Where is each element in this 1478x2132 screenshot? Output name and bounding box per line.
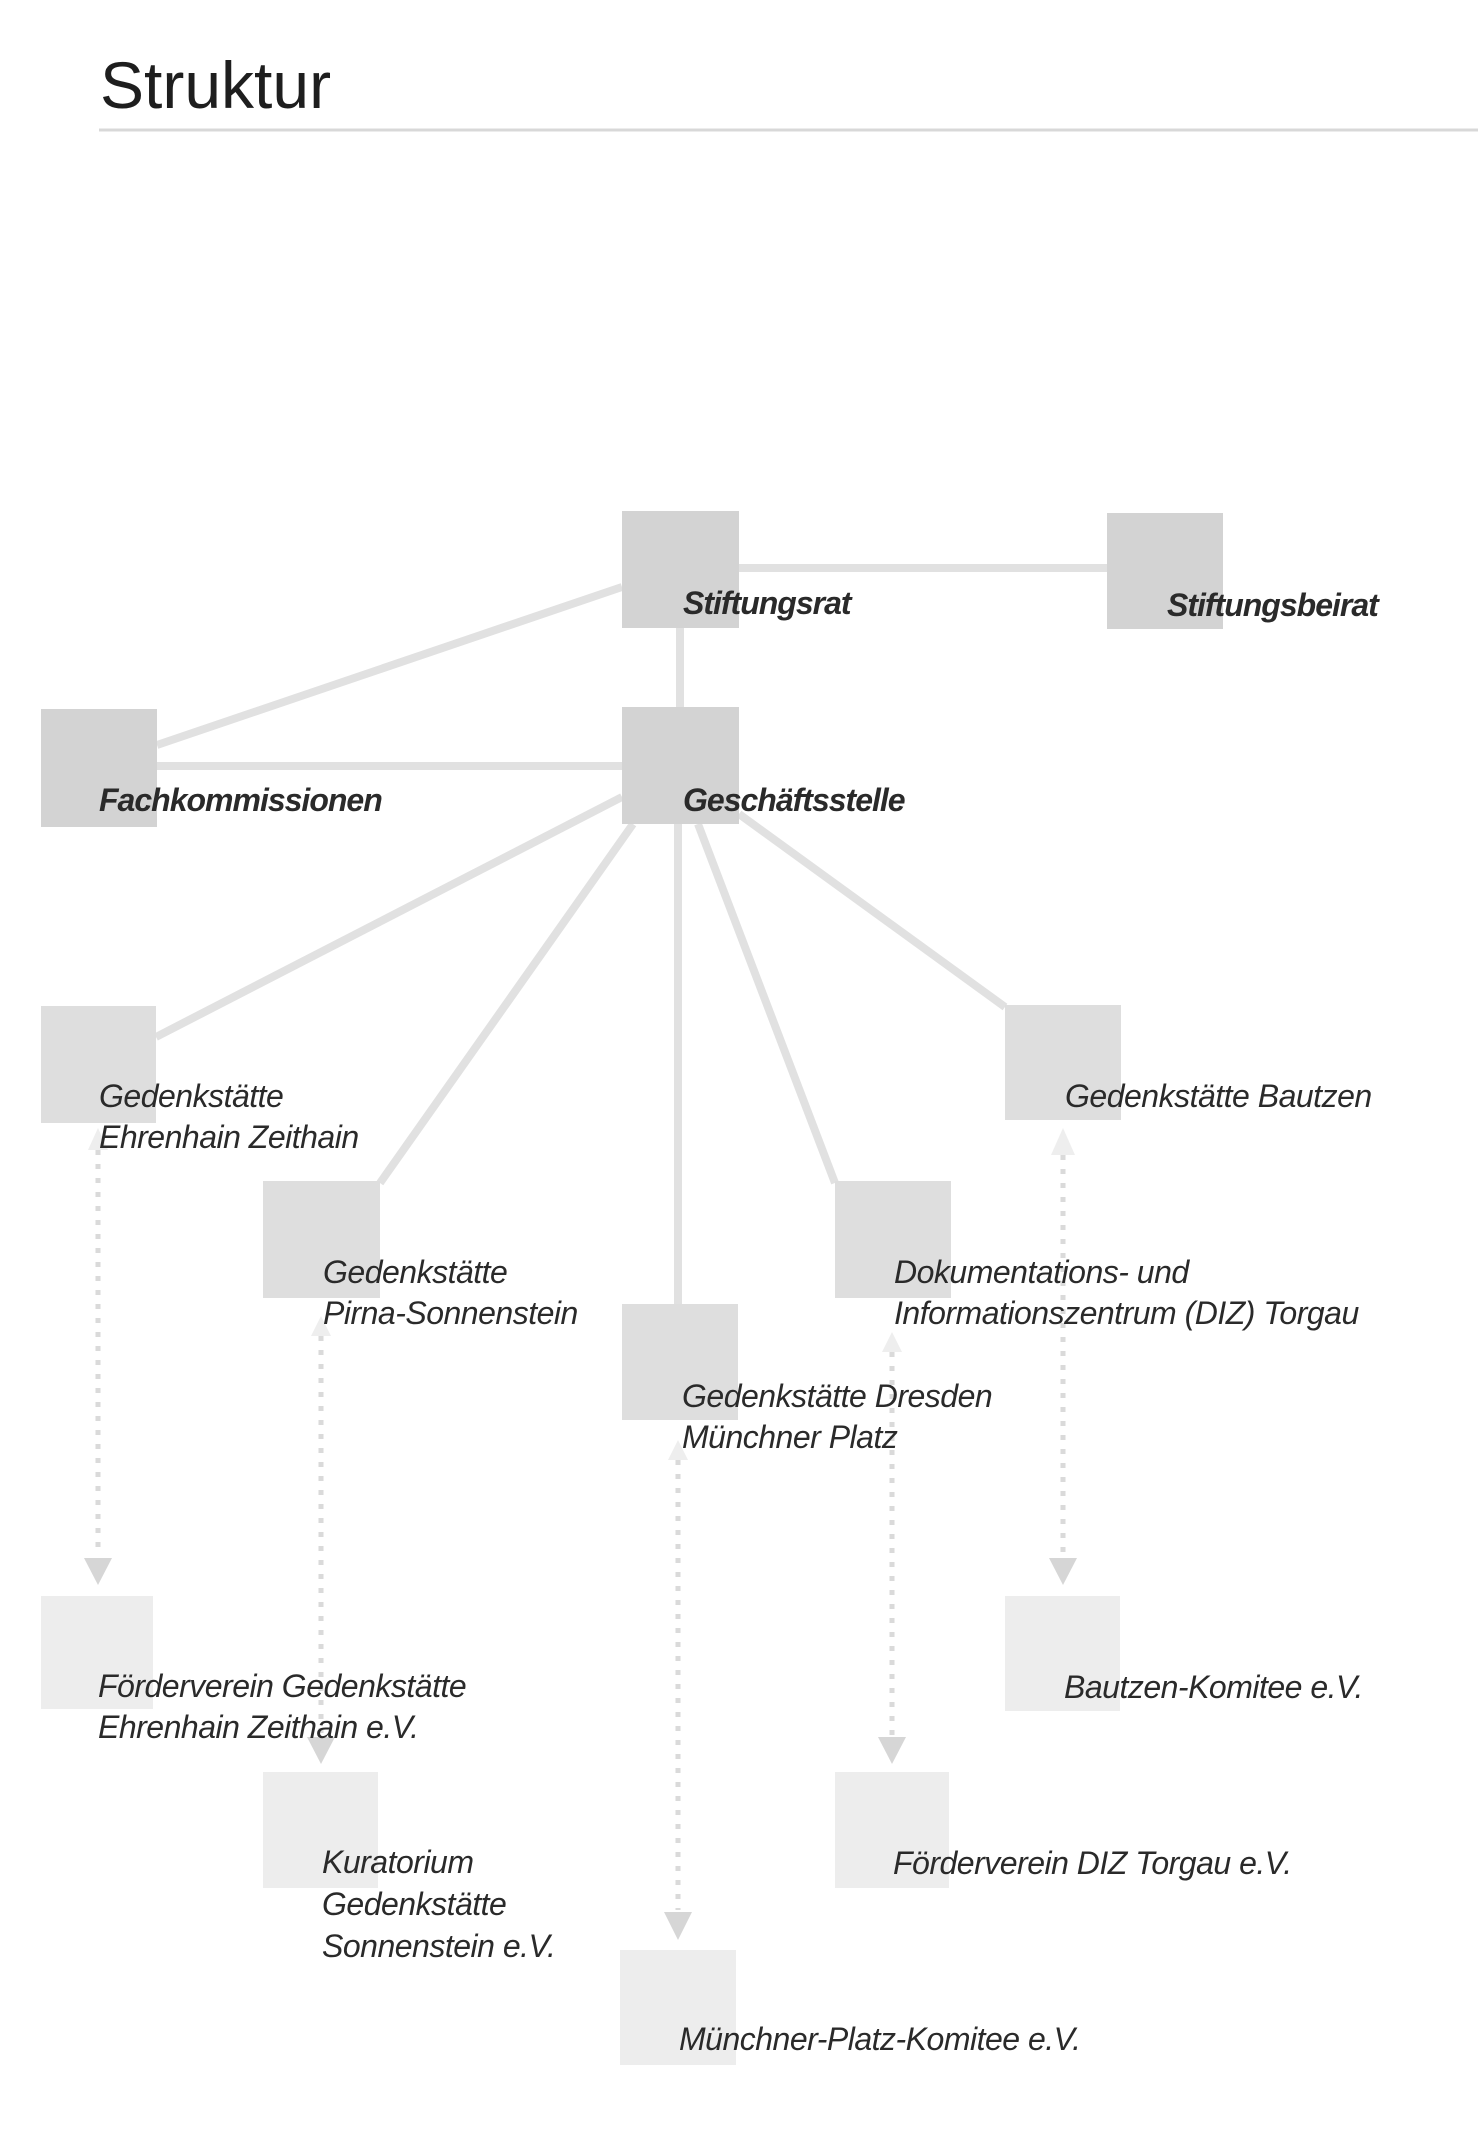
label-kuratorium-line3: Sonnenstein e.V. — [322, 1928, 555, 1964]
label-torgau-line2: Informationszentrum (DIZ) Torgau — [894, 1295, 1359, 1331]
box-foerderverein-ehrenhain — [41, 1596, 153, 1709]
box-torgau — [835, 1181, 951, 1298]
box-geschaeftsstelle — [622, 707, 739, 824]
box-dresden — [622, 1304, 738, 1420]
connector-fach-rat — [155, 583, 624, 749]
arrow-up-icon — [88, 1128, 108, 1150]
arrow-up-icon — [311, 1316, 331, 1336]
label-kuratorium-line1: Kuratorium — [322, 1844, 474, 1880]
connector-pirna — [376, 821, 637, 1186]
label-pirna-line2: Pirna-Sonnenstein — [323, 1295, 578, 1331]
label-muenchner-komitee: Münchner-Platz-Komitee e.V. — [679, 2021, 1081, 2057]
label-kuratorium-line2: Gedenkstätte — [322, 1886, 506, 1922]
box-bautzen-komitee — [1005, 1596, 1120, 1711]
connector-bautzen — [736, 810, 1008, 1011]
box-stiftungsrat — [622, 511, 739, 628]
arrow-down-icon — [878, 1737, 906, 1764]
label-dresden-line2: Münchner Platz — [682, 1419, 898, 1455]
box-muenchner-komitee — [620, 1950, 736, 2065]
box-stiftungsbeirat — [1107, 513, 1223, 629]
connector-ehrenhain — [154, 793, 624, 1041]
arrow-up-icon — [1051, 1128, 1075, 1155]
arrow-up-icon — [668, 1440, 688, 1460]
label-stiftungsbeirat: Stiftungsbeirat — [1167, 587, 1380, 623]
label-bautzen: Gedenkstätte Bautzen — [1065, 1078, 1372, 1114]
label-dresden-line1: Gedenkstätte Dresden — [682, 1378, 992, 1414]
box-kuratorium — [263, 1772, 378, 1888]
label-foerderverein-torgau: Förderverein DIZ Torgau e.V. — [893, 1845, 1292, 1881]
arrow-down-icon — [84, 1558, 112, 1585]
arrow-down-icon — [664, 1912, 692, 1940]
label-foerderverein-ehrenhain-line1: Förderverein Gedenkstätte — [98, 1668, 466, 1704]
page-title: Struktur — [100, 48, 331, 122]
box-ehrenhain — [41, 1006, 156, 1123]
label-ehrenhain-line1: Gedenkstätte — [99, 1078, 283, 1114]
arrow-down-icon — [307, 1737, 335, 1764]
label-ehrenhain-line2: Ehrenhain Zeithain — [99, 1119, 359, 1155]
label-foerderverein-ehrenhain-line2: Ehrenhain Zeithain e.V. — [98, 1709, 419, 1745]
label-fachkommissionen: Fachkommissionen — [99, 782, 382, 818]
connector-torgau — [694, 822, 839, 1185]
box-foerderverein-torgau — [835, 1772, 949, 1888]
label-stiftungsrat: Stiftungsrat — [683, 585, 853, 621]
label-geschaeftsstelle: Geschäftsstelle — [683, 782, 905, 818]
box-fachkommissionen — [41, 709, 157, 827]
box-bautzen — [1005, 1005, 1121, 1120]
arrow-down-icon — [1049, 1558, 1077, 1585]
connectors — [154, 564, 1107, 1304]
arrow-up-icon — [882, 1332, 902, 1352]
label-pirna-line1: Gedenkstätte — [323, 1254, 507, 1290]
box-pirna — [263, 1181, 380, 1298]
label-torgau-line1: Dokumentations- und — [894, 1254, 1190, 1290]
support-arrows — [84, 1128, 1077, 1940]
label-bautzen-komitee: Bautzen-Komitee e.V. — [1064, 1669, 1363, 1705]
